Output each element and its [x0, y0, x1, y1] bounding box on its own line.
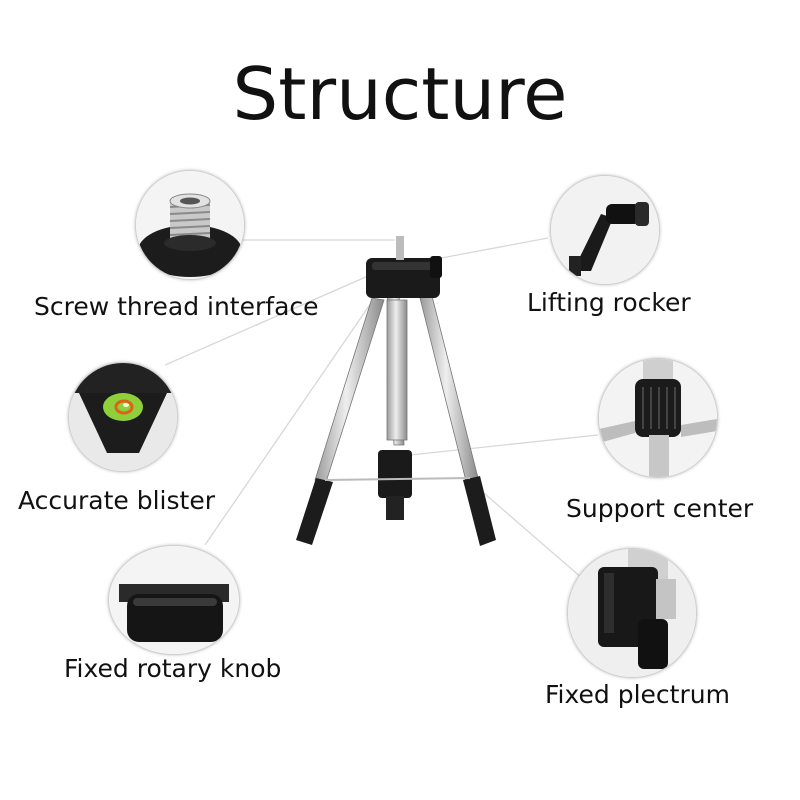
tripod-foot-left: [296, 478, 333, 545]
tripod-leg-left: [314, 297, 385, 483]
rotary-knob-icon: [109, 546, 239, 654]
support-center-icon: [599, 359, 717, 477]
center-hub: [378, 450, 412, 498]
lifting-rocker-icon: [551, 176, 659, 284]
plectrum-icon: [568, 549, 696, 677]
tripod-foot-right: [463, 476, 496, 546]
leader-line-fixed-plectrum: [477, 487, 591, 586]
detail-screw-thread: [135, 170, 245, 280]
detail-fixed-plectrum: [567, 548, 697, 678]
label-screw-thread: Screw thread interface: [34, 292, 319, 321]
label-fixed-rotary-knob: Fixed rotary knob: [64, 654, 282, 683]
leader-line-support-center: [409, 434, 599, 456]
tripod-leg-right: [419, 295, 479, 482]
detail-accurate-blister: [68, 362, 178, 472]
label-accurate-blister: Accurate blister: [18, 486, 215, 515]
detail-fixed-rotary-knob: [108, 545, 240, 655]
screw-stud: [396, 236, 404, 260]
label-lifting-rocker: Lifting rocker: [527, 288, 691, 317]
leader-line-fixed-rotary-knob: [204, 267, 396, 546]
label-fixed-plectrum: Fixed plectrum: [545, 680, 730, 709]
detail-support-center: [598, 358, 718, 478]
screw-thread-icon: [136, 171, 244, 279]
leader-line-accurate-blister: [164, 261, 401, 366]
center-column: [386, 299, 408, 441]
page-title: Structure: [232, 52, 568, 136]
detail-lifting-rocker: [550, 175, 660, 285]
label-support-center: Support center: [566, 494, 754, 523]
bubble-level-icon: [69, 363, 177, 471]
